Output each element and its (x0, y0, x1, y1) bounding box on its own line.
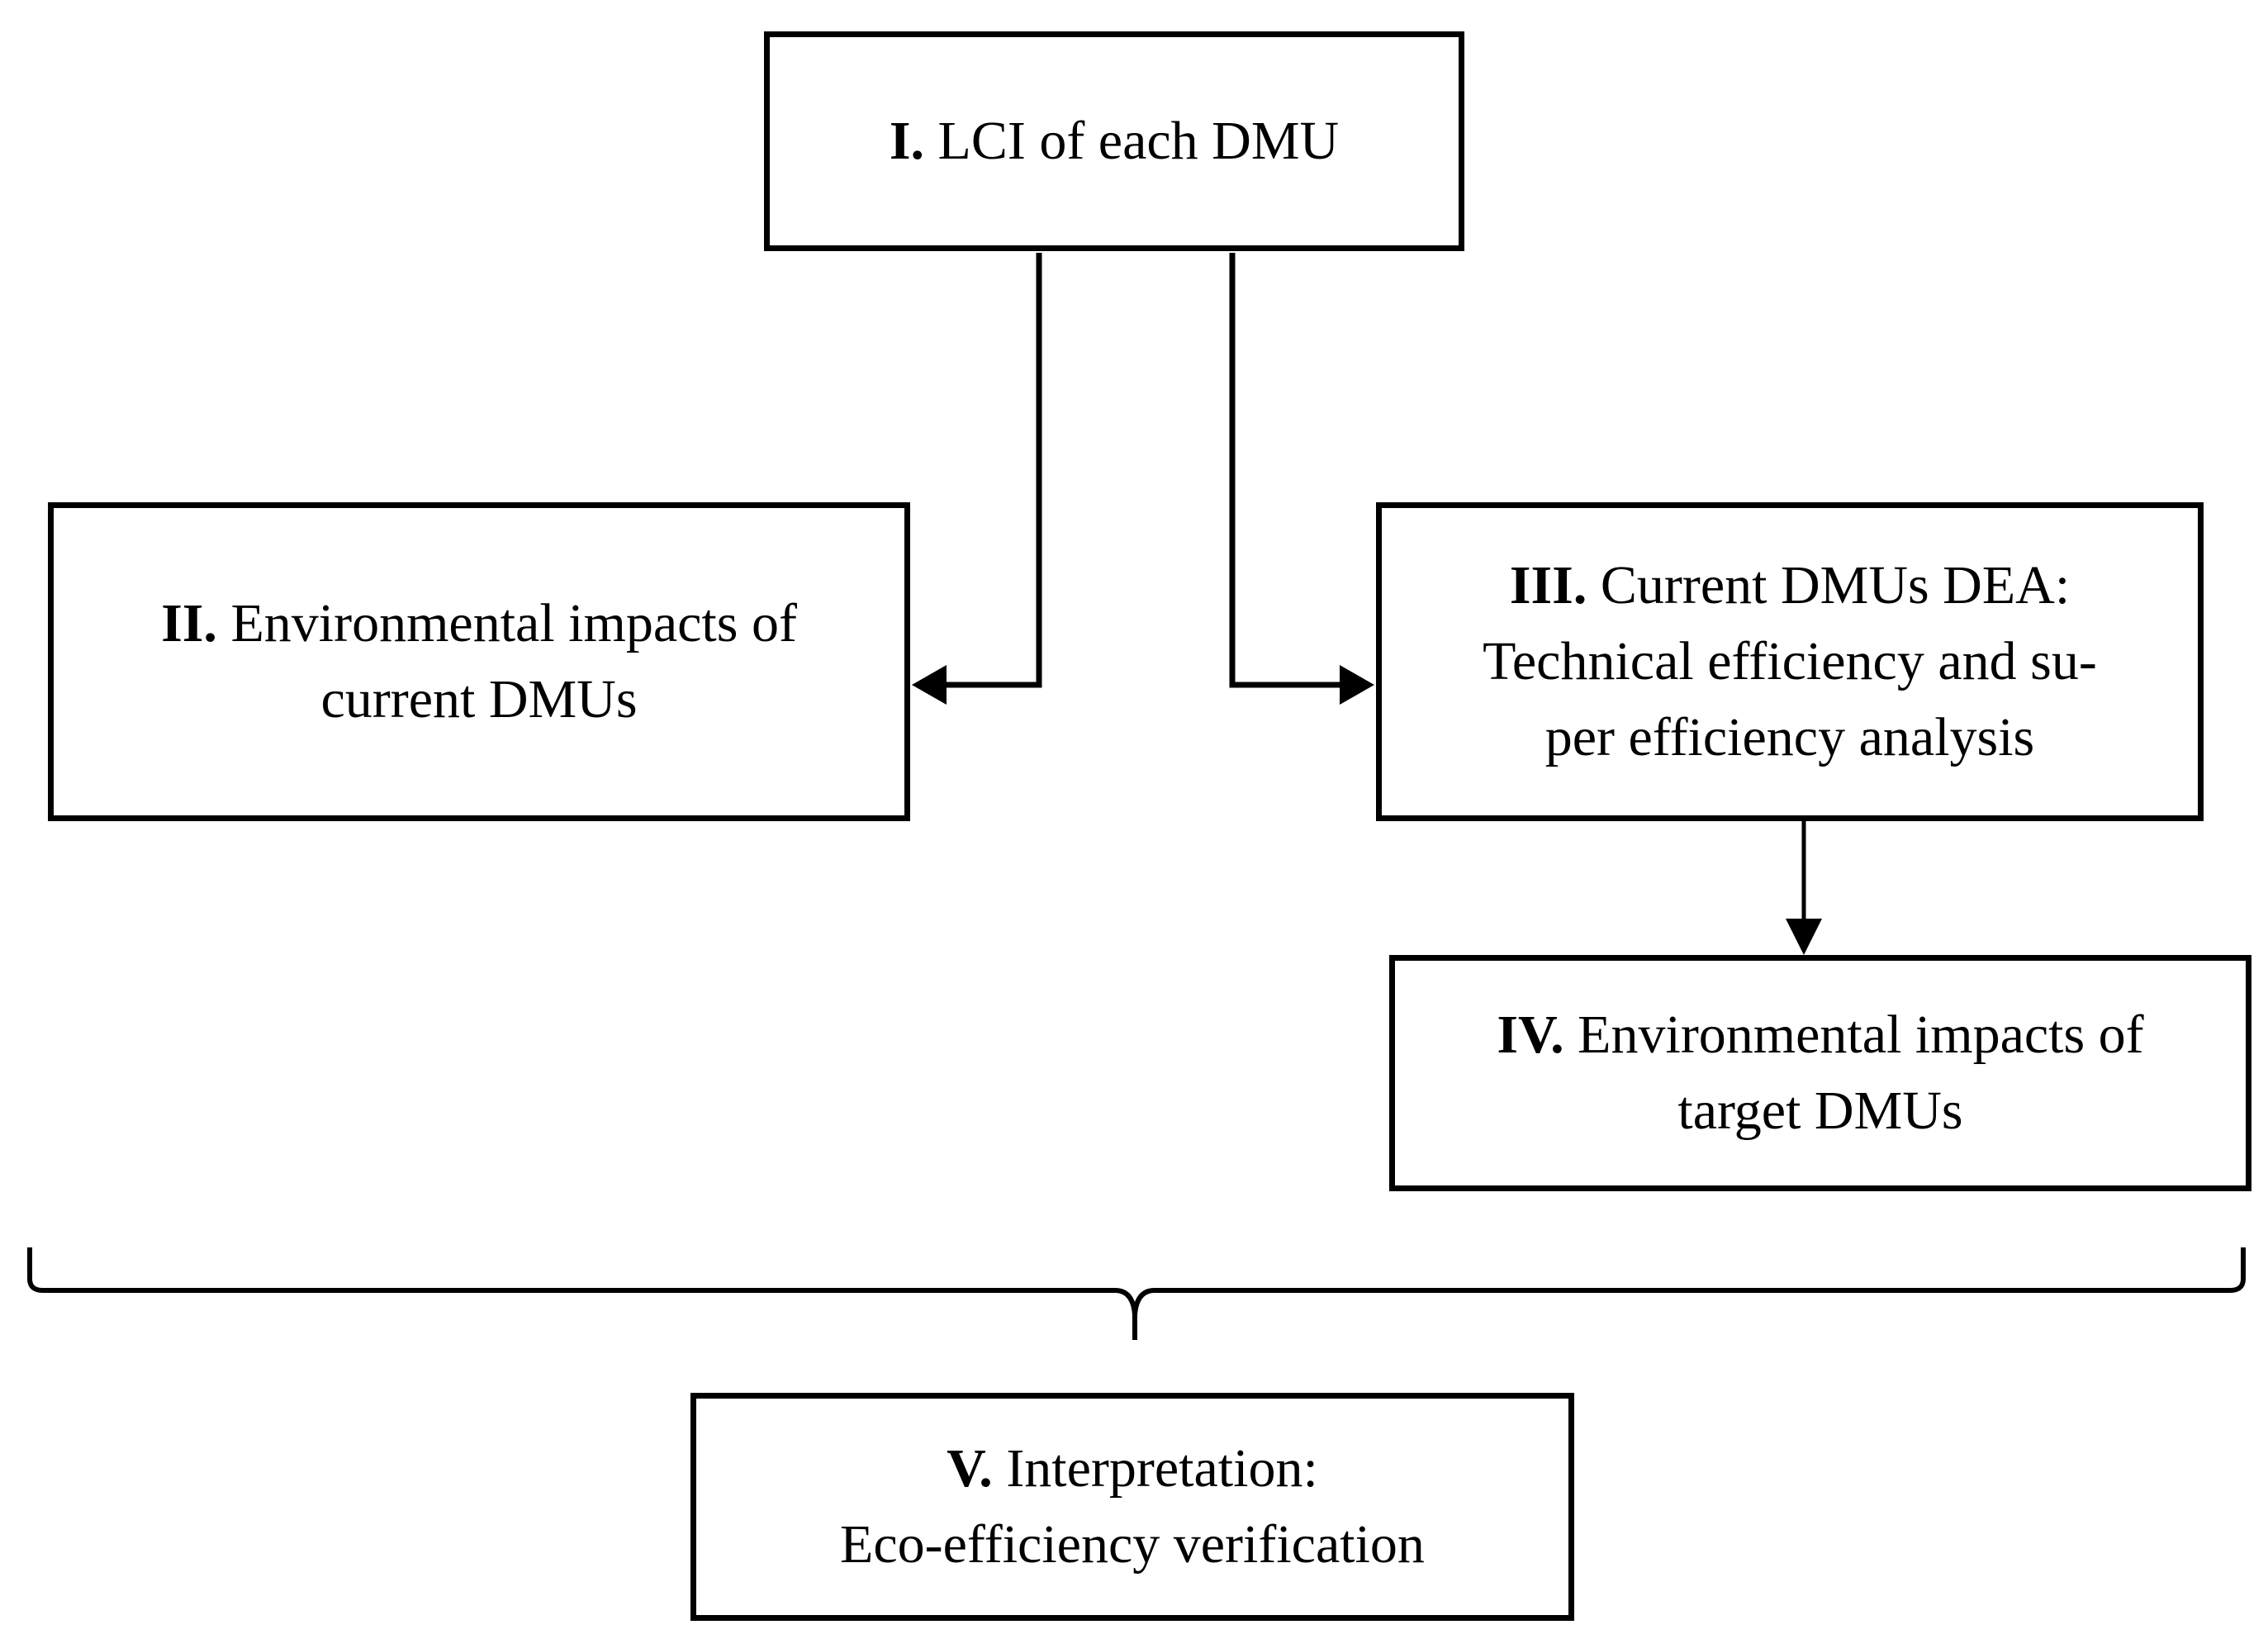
step-box-iv: IV. Environmental impacts of target DMUs (1389, 955, 2251, 1191)
step-box-v: V. Interpretation: Eco-efficiency verifi… (690, 1393, 1574, 1621)
arrowhead-iv (1786, 919, 1822, 955)
step-iv-line-2: target DMUs (1677, 1081, 1963, 1141)
step-v-line-1: Interpretation: (1006, 1438, 1318, 1499)
grouping-brace (27, 1247, 2246, 1340)
step-iii-line-3: per efficiency analysis (1544, 707, 2035, 767)
step-iii-line-1: Current DMUs DEA: (1600, 555, 2071, 615)
step-iv-number: IV. (1497, 1005, 1564, 1065)
step-ii-text: II. Environmental impacts of current DMU… (161, 586, 797, 738)
arrowhead-iii (1340, 665, 1374, 705)
step-iii-text: III. Current DMUs DEA: Technical efficie… (1483, 548, 2097, 776)
step-iv-text: IV. Environmental impacts of target DMUs (1497, 997, 2143, 1149)
step-v-line-2: Eco-efficiency verification (840, 1514, 1425, 1575)
step-iii-number: III. (1509, 555, 1587, 615)
step-v-number: V. (947, 1438, 993, 1499)
step-i-text: I. LCI of each DMU (890, 103, 1339, 179)
step-i-number: I. (889, 111, 924, 171)
arrow-i-to-ii (930, 253, 1042, 688)
step-ii-line-1: Environmental impacts of (230, 593, 797, 653)
step-box-iii: III. Current DMUs DEA: Technical efficie… (1376, 502, 2204, 821)
step-iii-line-2: Technical efficiency and su- (1483, 631, 2097, 691)
step-iv-line-1: Environmental impacts of (1578, 1005, 2144, 1065)
step-ii-number: II. (161, 593, 217, 653)
arrowhead-ii (912, 665, 947, 705)
arrow-i-to-iii (1229, 253, 1341, 688)
step-ii-line-2: current DMUs (320, 669, 638, 729)
step-box-ii: II. Environmental impacts of current DMU… (48, 502, 910, 821)
step-i-line-1: LCI of each DMU (937, 111, 1340, 171)
step-v-text: V. Interpretation: Eco-efficiency verifi… (840, 1431, 1425, 1583)
step-box-i: I. LCI of each DMU (764, 31, 1464, 251)
